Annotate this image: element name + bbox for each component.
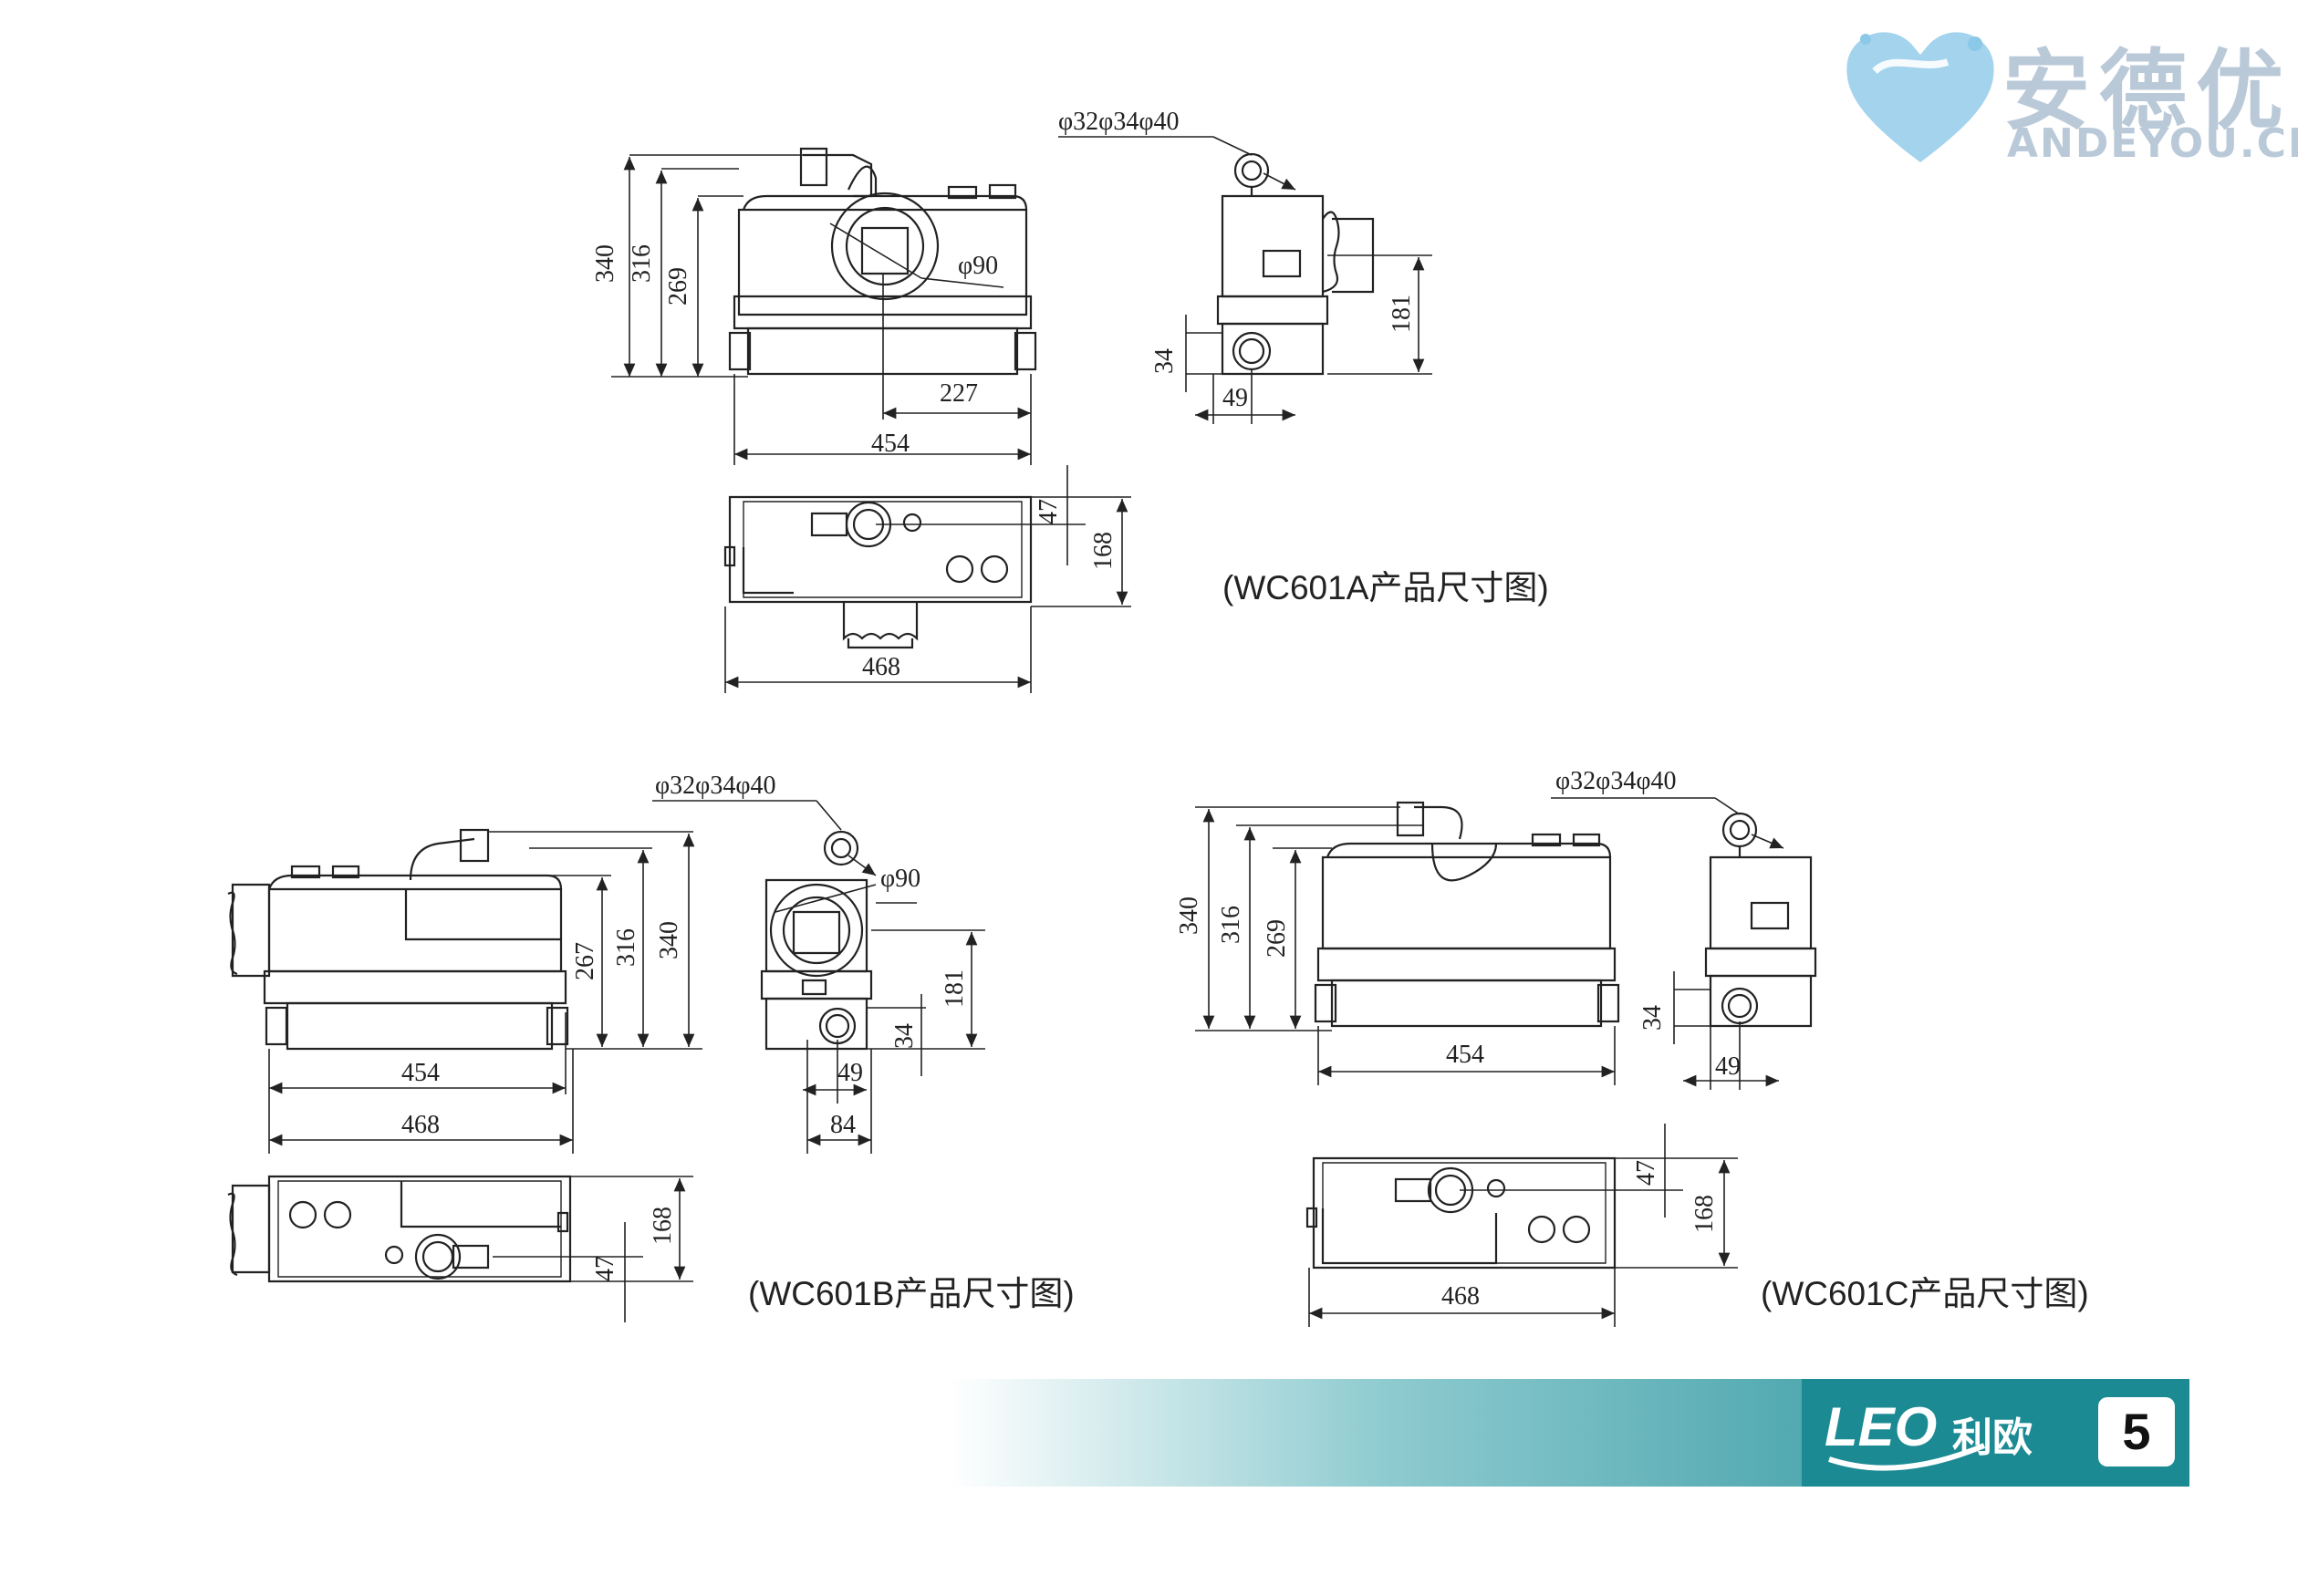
- a-label-pipe: φ32φ34φ40: [1058, 108, 1179, 136]
- caption-wc601a: (WC601A产品尺寸图): [1222, 569, 1549, 606]
- a-label-34: 34: [1150, 348, 1179, 374]
- wc601a-side-view: [1216, 152, 1375, 376]
- caption-wc601c: (WC601C产品尺寸图): [1761, 1275, 2089, 1312]
- c-label-340: 340: [1175, 896, 1203, 935]
- b-label-168: 168: [649, 1207, 677, 1245]
- b-label-pipe: φ32φ34φ40: [655, 772, 775, 800]
- wc601b-side-dimensions: [652, 800, 985, 1154]
- c-label-34: 34: [1638, 1005, 1667, 1031]
- wc601b-front-view: [227, 828, 569, 1051]
- b-label-454: 454: [401, 1059, 440, 1087]
- page-number: 5: [2098, 1397, 2175, 1466]
- wc601c-side-view: [1704, 812, 1817, 1028]
- b-label-84: 84: [830, 1111, 856, 1139]
- b-label-47: 47: [591, 1256, 619, 1281]
- b-label-267: 267: [571, 942, 599, 980]
- b-label-468: 468: [401, 1111, 440, 1139]
- wc601a-front-dimensions: [611, 154, 1032, 465]
- watermark-heart-icon: [1838, 16, 2002, 176]
- b-label-340: 340: [655, 921, 683, 959]
- wc601a-top-dimensions: [724, 465, 1131, 693]
- brand-logo: LEO: [1825, 1396, 1938, 1457]
- wc601b-top-dimensions: [493, 1176, 693, 1322]
- c-label-454: 454: [1446, 1041, 1484, 1069]
- wc601c-front-view: [1314, 801, 1620, 1028]
- b-label-181: 181: [941, 969, 969, 1008]
- wc601c-top-view: [1305, 1156, 1617, 1270]
- leo-swoosh-icon: [1828, 1443, 1986, 1471]
- wc601b-top-view: [227, 1175, 572, 1283]
- a-label-468: 468: [862, 653, 900, 681]
- a-label-168: 168: [1089, 532, 1118, 570]
- a-label-269: 269: [664, 267, 692, 306]
- c-label-47: 47: [1632, 1160, 1660, 1186]
- a-label-340: 340: [591, 244, 619, 283]
- b-label-34: 34: [890, 1023, 919, 1049]
- a-label-phi90: φ90: [958, 252, 998, 280]
- caption-wc601b: (WC601B产品尺寸图): [748, 1275, 1075, 1312]
- wc601c-side-dimensions: [1551, 797, 1784, 1090]
- brand-logo-chinese: 利欧: [1952, 1415, 2033, 1461]
- a-label-227: 227: [940, 379, 978, 408]
- a-label-181: 181: [1388, 295, 1416, 333]
- watermark-english-text: ANDEYOU.CN: [2007, 120, 2298, 167]
- a-label-454: 454: [871, 430, 910, 458]
- c-label-316: 316: [1217, 906, 1245, 944]
- c-label-49: 49: [1715, 1052, 1741, 1081]
- watermark-chinese-text: 安德优: [2002, 39, 2293, 142]
- c-label-468: 468: [1441, 1282, 1480, 1311]
- a-label-49: 49: [1222, 384, 1248, 412]
- wc601c-front-dimensions: [1195, 806, 1616, 1085]
- wc601c-top-dimensions: [1308, 1124, 1738, 1327]
- wc601b-front-dimensions: [268, 831, 702, 1154]
- b-label-49: 49: [837, 1059, 863, 1087]
- wc601a-front-view: [728, 147, 1037, 376]
- a-label-316: 316: [628, 244, 656, 283]
- wc601a-side-dimensions: [1058, 136, 1432, 424]
- c-label-168: 168: [1690, 1195, 1719, 1233]
- b-label-phi90: φ90: [880, 865, 920, 893]
- b-label-316: 316: [612, 928, 640, 967]
- c-label-pipe: φ32φ34φ40: [1555, 767, 1676, 795]
- a-label-47: 47: [1035, 499, 1063, 524]
- wc601a-top-view: [723, 495, 1033, 649]
- wc601b-side-view: [760, 830, 873, 1051]
- c-label-269: 269: [1263, 919, 1291, 958]
